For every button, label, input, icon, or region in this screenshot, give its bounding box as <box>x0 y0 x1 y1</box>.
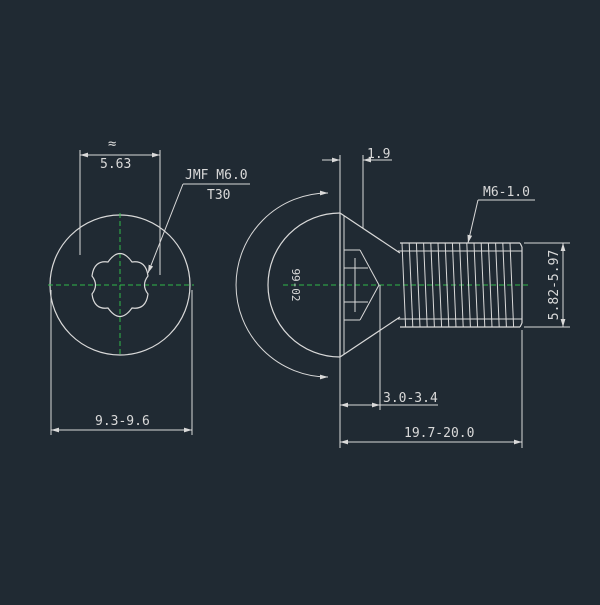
thread-crest-line <box>401 242 407 328</box>
thread-crest-line <box>459 242 464 328</box>
thread-crest-line <box>430 242 435 328</box>
head-height-label: 3.0-3.4 <box>383 391 438 406</box>
callout-text-1: JMF M6.0 <box>185 168 248 183</box>
thread-crest-line <box>466 242 471 328</box>
thread-crest-line <box>473 242 479 328</box>
drive-width-label: 5.63 <box>100 157 131 172</box>
thread-crest-line <box>451 242 457 328</box>
drive-recess-hidden <box>344 249 380 321</box>
edge-label: 1.9 <box>367 147 390 162</box>
torx-recess <box>91 252 149 318</box>
thread-crest-line <box>423 242 428 328</box>
head-radius-label: 99-02 <box>289 268 302 301</box>
thread-crest-line <box>495 242 500 328</box>
thread-spec-label: M6-1.0 <box>483 185 530 200</box>
thread-diameter-label: 5.82-5.97 <box>547 250 562 320</box>
callout-text-2: T30 <box>207 188 230 203</box>
head-diameter-label: 9.3-9.6 <box>95 414 150 429</box>
head-dome <box>267 212 341 358</box>
thread-leader <box>467 199 479 244</box>
approx-symbol: ≈ <box>108 136 116 152</box>
thread-crest-line <box>487 242 493 328</box>
side-view: 1.9 M6-1.0 99-02 3.0-3.4 19.7-20.0 5.82-… <box>235 147 570 448</box>
thread-crest-line <box>415 242 421 328</box>
radius-dim-arc <box>235 190 329 380</box>
thread-crest-line <box>437 242 443 328</box>
thread-crests <box>401 242 515 328</box>
thread-crest-line <box>480 242 486 328</box>
thread-crest-line <box>509 242 515 328</box>
thread-body <box>398 242 523 328</box>
thread-crest-line <box>502 242 507 328</box>
countersink-bottom <box>339 316 401 358</box>
length-label: 19.7-20.0 <box>404 426 474 441</box>
thread-crest-line <box>408 242 414 328</box>
callout-leader <box>147 183 184 274</box>
front-view: ≈ 5.63 JMF M6.0 T30 9.3-9.6 <box>48 136 250 435</box>
thread-crest-line <box>444 242 450 328</box>
countersink-top <box>339 212 401 254</box>
